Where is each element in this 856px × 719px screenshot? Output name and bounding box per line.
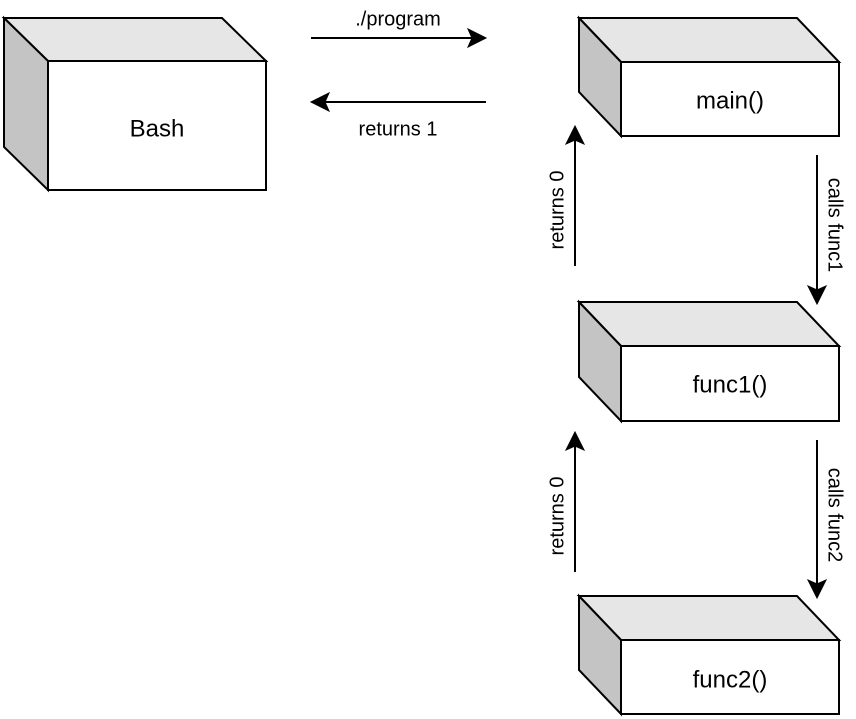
edge-main-to-func1-label: calls func1 xyxy=(824,178,846,273)
node-main-label: main() xyxy=(696,87,764,114)
edge-main-to-func1-arrowhead xyxy=(806,284,828,306)
node-func2-top-face xyxy=(576,595,842,641)
node-bash: Bash xyxy=(1,15,269,193)
edge-main-to-bash-arrowhead xyxy=(309,91,331,113)
edge-func2-to-func1-label: returns 0 xyxy=(546,477,568,556)
edge-func1-to-func2-arrowhead xyxy=(806,578,828,600)
edge-func2-to-func1-arrowhead xyxy=(564,430,586,452)
edge-main-to-bash: returns 1 xyxy=(309,91,486,140)
node-main-top-face xyxy=(576,17,842,63)
node-func1-top-face xyxy=(576,301,842,347)
edge-func2-to-func1: returns 0 xyxy=(546,430,586,572)
node-func2-front-face xyxy=(620,639,840,715)
edge-bash-to-main-arrowhead xyxy=(466,27,488,49)
edge-func1-to-main-arrowhead xyxy=(564,124,586,146)
edge-main-to-bash-label: returns 1 xyxy=(359,118,438,140)
edge-func1-to-main-label: returns 0 xyxy=(546,171,568,250)
node-bash-front-face xyxy=(47,60,267,191)
edge-bash-to-main: ./program xyxy=(311,8,488,49)
node-func2: func2() xyxy=(576,593,842,717)
edge-func1-to-main: returns 0 xyxy=(546,124,586,266)
edge-bash-to-main-label: ./program xyxy=(355,8,441,30)
node-main: main() xyxy=(576,15,842,139)
node-func1-label: func1() xyxy=(693,371,768,398)
edge-func1-to-func2: calls func2 xyxy=(806,440,846,600)
node-func2-label: func2() xyxy=(693,666,768,693)
node-func1: func1() xyxy=(576,299,842,424)
edge-main-to-func1: calls func1 xyxy=(806,155,846,306)
node-bash-top-face xyxy=(1,17,269,62)
node-func1-front-face xyxy=(620,345,840,422)
node-main-front-face xyxy=(620,61,840,137)
edge-func1-to-func2-label: calls func2 xyxy=(824,468,846,563)
node-bash-label: Bash xyxy=(130,115,185,142)
